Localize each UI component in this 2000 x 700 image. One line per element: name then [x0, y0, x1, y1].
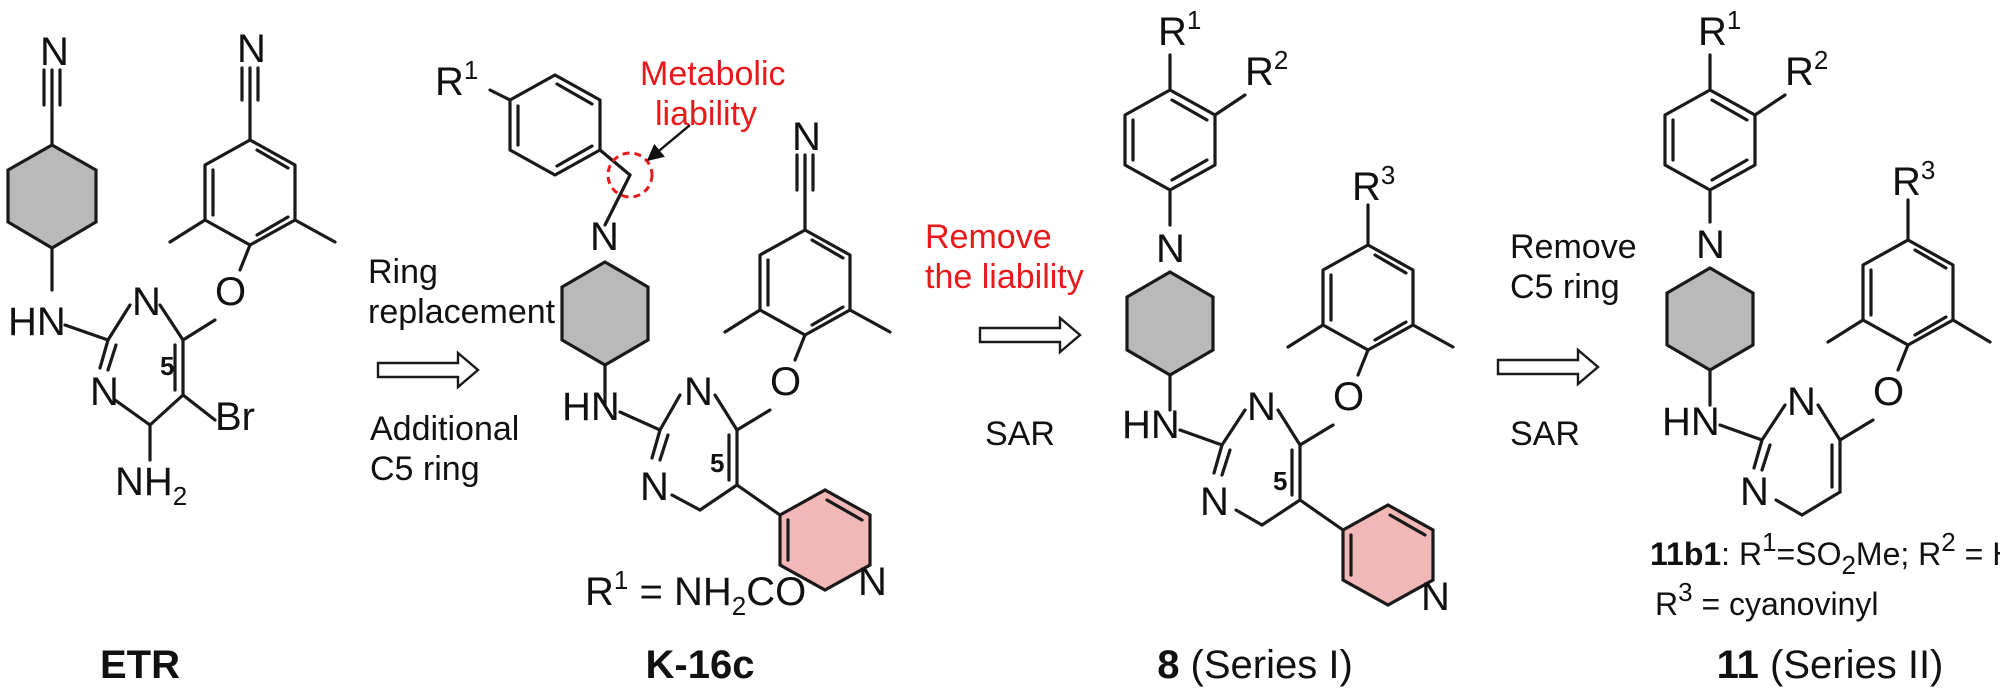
arrow-1-top-line-2: replacement	[368, 293, 556, 331]
arrow-2-shape	[978, 315, 1082, 355]
etr-br: Br	[215, 395, 255, 439]
c8-pyridine-n: N	[1421, 575, 1450, 619]
c11-note-line-2: R3 = cyanovinyl	[1655, 577, 1878, 622]
c8-r3: R3	[1352, 160, 1395, 209]
k16c-nitrile-n: N	[792, 115, 821, 159]
c8-pink-pyridine	[1341, 503, 1435, 607]
metabolic-liability-label-2: liability	[655, 95, 757, 133]
c11-r1: R1	[1698, 5, 1741, 54]
k16c-piperidine-n: N	[590, 215, 619, 259]
etr-gray-ring	[6, 143, 98, 250]
etr-n-top: N	[132, 280, 161, 324]
c8-n-left: N	[1200, 480, 1229, 524]
arrow-1-shape	[376, 350, 480, 390]
c8-piperidine-n: N	[1156, 227, 1185, 271]
k16c-pyridine-n: N	[858, 560, 887, 604]
c11-n-top: N	[1787, 380, 1816, 424]
arrow-2: Remove the liability SAR	[925, 218, 1084, 453]
arrow-3: Remove C5 ring SAR	[1496, 228, 1637, 453]
compound-11-label: 11 (Series II)	[1717, 643, 1944, 687]
k16c-r1: R1	[435, 55, 478, 104]
compound-8-label: 8 (Series I)	[1157, 643, 1353, 687]
arrow-3-shape	[1496, 347, 1600, 387]
etr-o: O	[215, 270, 246, 314]
etr-n-left: N	[90, 370, 119, 414]
k16c-pink-pyridine	[778, 488, 872, 592]
arrow-2-top-line-1: Remove	[925, 218, 1052, 256]
arrow-3-top-line-2: C5 ring	[1510, 268, 1620, 306]
metabolic-liability-label-1: Metabolic	[640, 55, 786, 93]
c11-n-left: N	[1740, 470, 1769, 514]
c8-r2: R2	[1245, 45, 1288, 94]
arrow-3-bottom-line-1: SAR	[1510, 415, 1580, 453]
k16c-label: K-16c	[646, 643, 755, 687]
k16c-c5-label: 5	[710, 448, 724, 478]
c11-hn: HN	[1662, 400, 1720, 444]
c8-r1: R1	[1158, 5, 1201, 54]
arrow-1-top-line-1: Ring	[368, 253, 438, 291]
c8-gray-piperidine	[1125, 270, 1215, 377]
etr-nitrile-n2: N	[237, 27, 266, 71]
c11-r2: R2	[1785, 45, 1828, 94]
etr-nh2: NH2	[115, 460, 187, 511]
c11-gray-piperidine	[1665, 266, 1755, 372]
k16c-n-top: N	[684, 370, 713, 414]
metabolic-liability-circle	[606, 151, 654, 199]
compound-8-structure: R1 R2 N HN N N 5 N O	[1122, 5, 1455, 619]
compound-11-structure: R1 R2 N HN N N O R3 11b1: R1=SO2M	[1650, 5, 2000, 622]
k16c-substituent: R1 = NH2CO	[585, 565, 806, 621]
arrow-1-bottom-line-2: C5 ring	[370, 450, 480, 488]
etr-hn: HN	[8, 300, 66, 344]
c11-piperidine-n: N	[1696, 223, 1725, 267]
arrow-3-top-line-1: Remove	[1510, 228, 1637, 266]
c8-hn: HN	[1122, 403, 1180, 447]
etr-nitrile-n: N	[40, 30, 69, 74]
c8-n-top: N	[1247, 385, 1276, 429]
arrow-1: Ring replacement Additional C5 ring	[368, 253, 556, 488]
c11-note-line-1: 11b1: R1=SO2Me; R2 = H;	[1650, 527, 2000, 580]
arrow-2-bottom-line-1: SAR	[985, 415, 1055, 453]
c8-c5-label: 5	[1273, 466, 1287, 496]
k16c-o: O	[770, 360, 801, 404]
c11-r3: R3	[1892, 155, 1935, 204]
k16c-structure: R1 Metabolic liability N HN N N 5 N	[435, 55, 892, 621]
k16c-gray-piperidine	[560, 260, 650, 367]
etr-c5-label: 5	[160, 351, 174, 381]
c8-o: O	[1333, 375, 1364, 419]
arrow-1-bottom-line-1: Additional	[370, 410, 519, 448]
k16c-n-left: N	[640, 465, 669, 509]
etr-label: ETR	[100, 643, 180, 687]
arrow-2-top-line-2: the liability	[925, 258, 1084, 296]
c11-o: O	[1873, 370, 1904, 414]
metabolic-liability-pointer	[646, 124, 691, 162]
k16c-hn: HN	[562, 385, 620, 429]
etr-structure: N HN N N 5 Br NH2 O N	[6, 27, 337, 511]
